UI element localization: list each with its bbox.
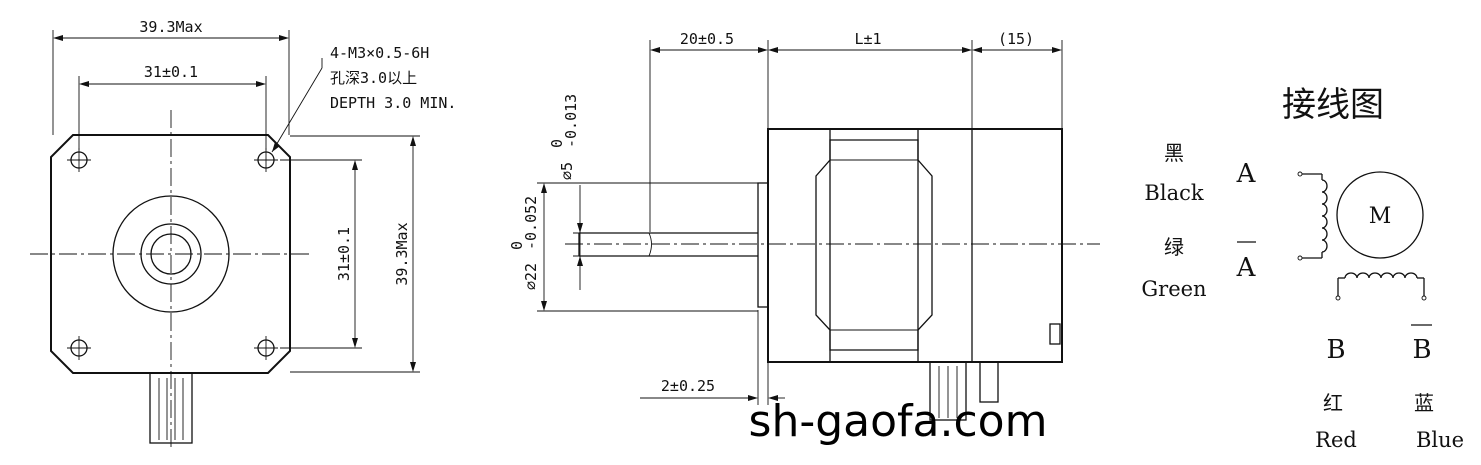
dim-rear-length-label: (15) [998,30,1034,48]
dim-body-length-label: L±1 [854,30,881,48]
motor-symbol: M [1369,204,1392,229]
thread-depth-cn-label: 孔深3.0以上 [330,69,417,87]
wire-a-bar-en: Green [1141,277,1206,301]
mounting-hole-bl [67,336,91,360]
wire-b-bar-en: Blue [1416,428,1464,452]
shaft-dia-label: ⌀5 [558,162,576,180]
wire-b-en: Red [1315,428,1357,452]
coil-b [1335,272,1427,301]
wire-a-cn: 黑 [1164,141,1184,165]
mounting-hole-br [254,336,278,360]
wiring-title: 接线图 [1282,85,1384,125]
side-boss [757,182,769,308]
dim-boss-dia: ⌀22 0 -0.052 [508,182,758,312]
mounting-hole-tr [254,148,278,172]
boss-dia-upper-tol: 0 [508,241,526,250]
side-view: 20±0.5 L±1 (15) ⌀5 0 -0.013 [508,30,1100,421]
front-boss-inner [140,223,202,285]
watermark: sh-gaofa.com [749,396,1048,447]
wire-b-cn: 红 [1323,391,1343,415]
phase-a-label: A [1236,159,1257,189]
boss-dia-label: ⌀22 [522,263,540,290]
boss-dia-lower-tol: -0.052 [522,196,540,250]
front-view: 39.3Max 31±0.1 4-M3×0.5-6H 孔深3.0以上 DEPTH… [30,18,456,450]
dim-boss-height: 2±0.25 [640,310,785,405]
coil-a [1297,171,1328,261]
shaft-flat-mark [648,232,652,257]
shaft-dia-lower-tol: -0.013 [562,94,580,148]
phase-b-bar-label: B [1412,335,1431,365]
thread-spec-label: 4-M3×0.5-6H [330,44,429,62]
front-boss-outer [112,195,230,313]
phase-b-label: B [1326,335,1345,365]
wire-a-en: Black [1144,181,1203,205]
dim-height: 39.3Max [290,135,420,373]
dim-vertical-spacing-label: 31±0.1 [335,227,353,281]
side-cable [929,361,999,421]
dim-hole-spacing-label: 31±0.1 [144,63,198,81]
dim-width-label: 39.3Max [139,18,202,36]
dim-rear-length: (15) [972,30,1063,128]
phase-a-bar-label: A [1236,253,1257,283]
motor-circle [1336,171,1424,259]
wire-b-bar-cn: 蓝 [1414,391,1434,415]
side-shaft [578,232,758,257]
wire-a-bar-cn: 绿 [1164,235,1184,259]
dim-height-label: 39.3Max [393,222,411,285]
mounting-hole-tl [67,148,91,172]
dim-width: 39.3Max [52,18,290,135]
dim-body-length: L±1 [768,30,973,128]
thread-depth-en-label: DEPTH 3.0 MIN. [330,94,456,112]
dim-shaft-dia: ⌀5 0 -0.013 [548,94,590,290]
side-connector [1049,323,1061,345]
shaft-dia-upper-tol: 0 [548,139,566,148]
wiring-diagram: 接线图 黑 Black A 绿 Green A M [1141,85,1464,452]
front-shaft [150,233,192,275]
dim-shaft-length-label: 20±0.5 [680,30,734,48]
front-cable [149,372,193,444]
side-stator-outline [815,139,933,351]
dim-boss-height-label: 2±0.25 [661,377,715,395]
dim-vertical-spacing: 31±0.1 [280,159,362,349]
thread-callout: 4-M3×0.5-6H 孔深3.0以上 DEPTH 3.0 MIN. [271,44,456,153]
dim-shaft-length: 20±0.5 [649,30,769,232]
side-body [767,128,1063,363]
dim-hole-spacing: 31±0.1 [78,63,267,150]
